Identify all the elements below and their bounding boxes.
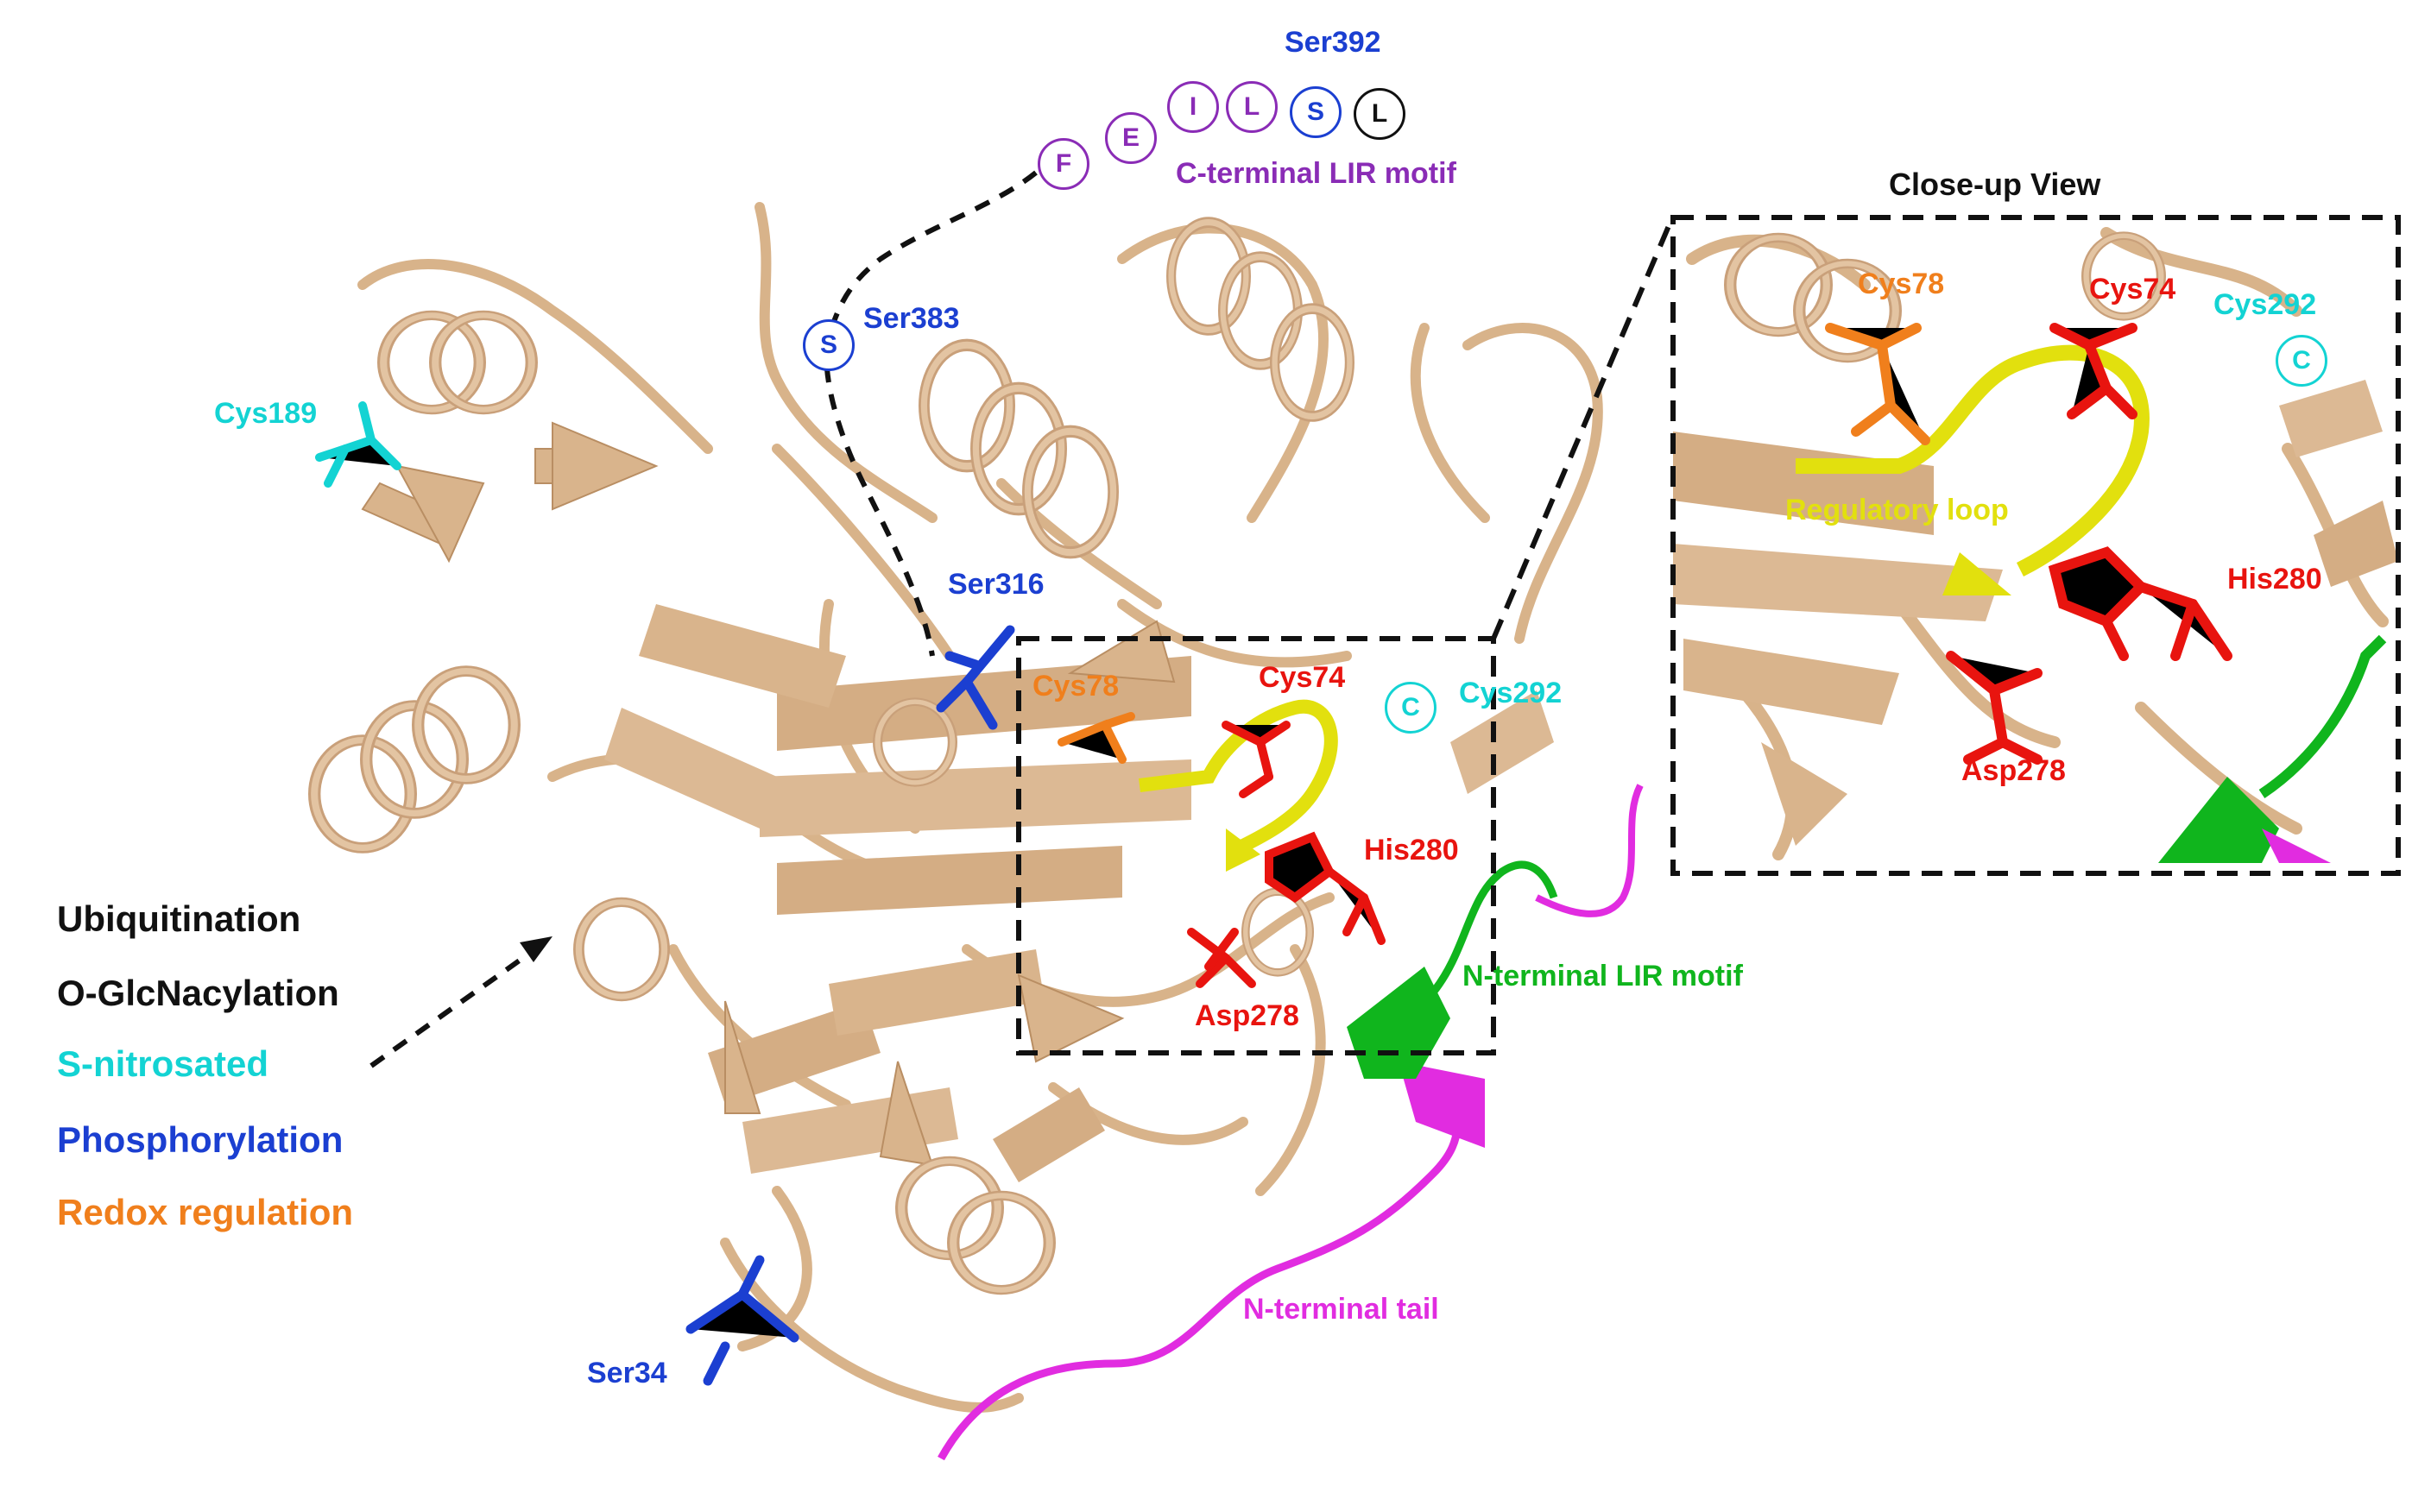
- n-terminal-tail: [938, 1101, 1471, 1461]
- his280-label: His280: [1364, 834, 1459, 866]
- motif-letter-f: F: [1038, 138, 1089, 190]
- ser34-sidechain: [685, 1255, 799, 1386]
- motif-letter-i: I: [1167, 81, 1219, 133]
- ser383-circle: S: [803, 319, 855, 371]
- cys292-circle: C: [1385, 682, 1436, 734]
- ser316-sidechain: [936, 625, 1015, 730]
- closeup-region-frame: [1016, 636, 1496, 1055]
- ser316-label: Ser316: [948, 568, 1045, 601]
- closeup-title: Close-up View: [1889, 167, 2101, 202]
- motif-letter-l: L: [1226, 81, 1278, 133]
- his280-sidechain: [1265, 831, 1386, 945]
- beta-arrows: [361, 421, 1176, 1167]
- cys292-label: Cys292: [1459, 677, 1563, 709]
- closeup-inset-frame: [1670, 215, 2401, 876]
- n-terminal-tail-upper: [1535, 784, 1644, 917]
- ser34-label: Ser34: [587, 1357, 667, 1389]
- inset-cys292-label: Cys292: [2213, 288, 2317, 321]
- ser392-label: Ser392: [1285, 26, 1381, 59]
- n-terminal-lir-label: N-terminal LIR motif: [1462, 960, 1743, 992]
- n-terminal-tail-label: N-terminal tail: [1243, 1293, 1439, 1326]
- motif-letter-l-end: L: [1354, 88, 1405, 140]
- cys74-sidechain: [1222, 721, 1291, 798]
- closeup-inset: [1673, 217, 2398, 873]
- ser383-label: Ser383: [863, 302, 960, 335]
- legend-phosphorylation: Phosphorylation: [57, 1119, 344, 1160]
- legend-arrow: [369, 936, 552, 1068]
- legend-o-glcnacylation: O-GlcNacylation: [57, 973, 339, 1013]
- asp278-sidechain: [1187, 928, 1256, 988]
- cys74-label: Cys74: [1259, 661, 1346, 694]
- legend-redox-regulation: Redox regulation: [57, 1192, 354, 1232]
- n-terminal-lir-ribbon: [1347, 967, 1450, 1079]
- inset-his280-label: His280: [2227, 563, 2322, 595]
- motif-letter-s: S: [1290, 86, 1342, 138]
- zoom-line-top: [1491, 214, 1676, 640]
- cys78-label: Cys78: [1032, 670, 1120, 702]
- inset-cys74-label: Cys74: [2089, 273, 2176, 306]
- cys78-sidechain: [1058, 712, 1135, 764]
- cys189-sidechain: [315, 401, 401, 488]
- inset-cys78-label: Cys78: [1858, 268, 1945, 300]
- regulatory-loop-arrow: [1226, 828, 1260, 872]
- motif-letter-e: E: [1105, 112, 1157, 164]
- n-terminal-tail-ribbon: [1399, 1062, 1485, 1148]
- asp278-label: Asp278: [1195, 999, 1299, 1032]
- legend-ubiquitination: Ubiquitination: [57, 898, 301, 939]
- inset-regulatory-loop-label: Regulatory loop: [1785, 494, 2009, 526]
- inset-cys292-circle: C: [2276, 335, 2327, 387]
- regulatory-loop: [1139, 699, 1338, 853]
- legend-s-nitrosated: S-nitrosated: [57, 1043, 269, 1084]
- inset-asp278-label: Asp278: [1961, 754, 2066, 787]
- c-terminal-lir-label: C-terminal LIR motif: [1176, 157, 1456, 190]
- cys189-label: Cys189: [214, 397, 318, 430]
- n-terminal-lir-coil: [1430, 860, 1558, 995]
- beta-sheet: [604, 604, 1554, 1182]
